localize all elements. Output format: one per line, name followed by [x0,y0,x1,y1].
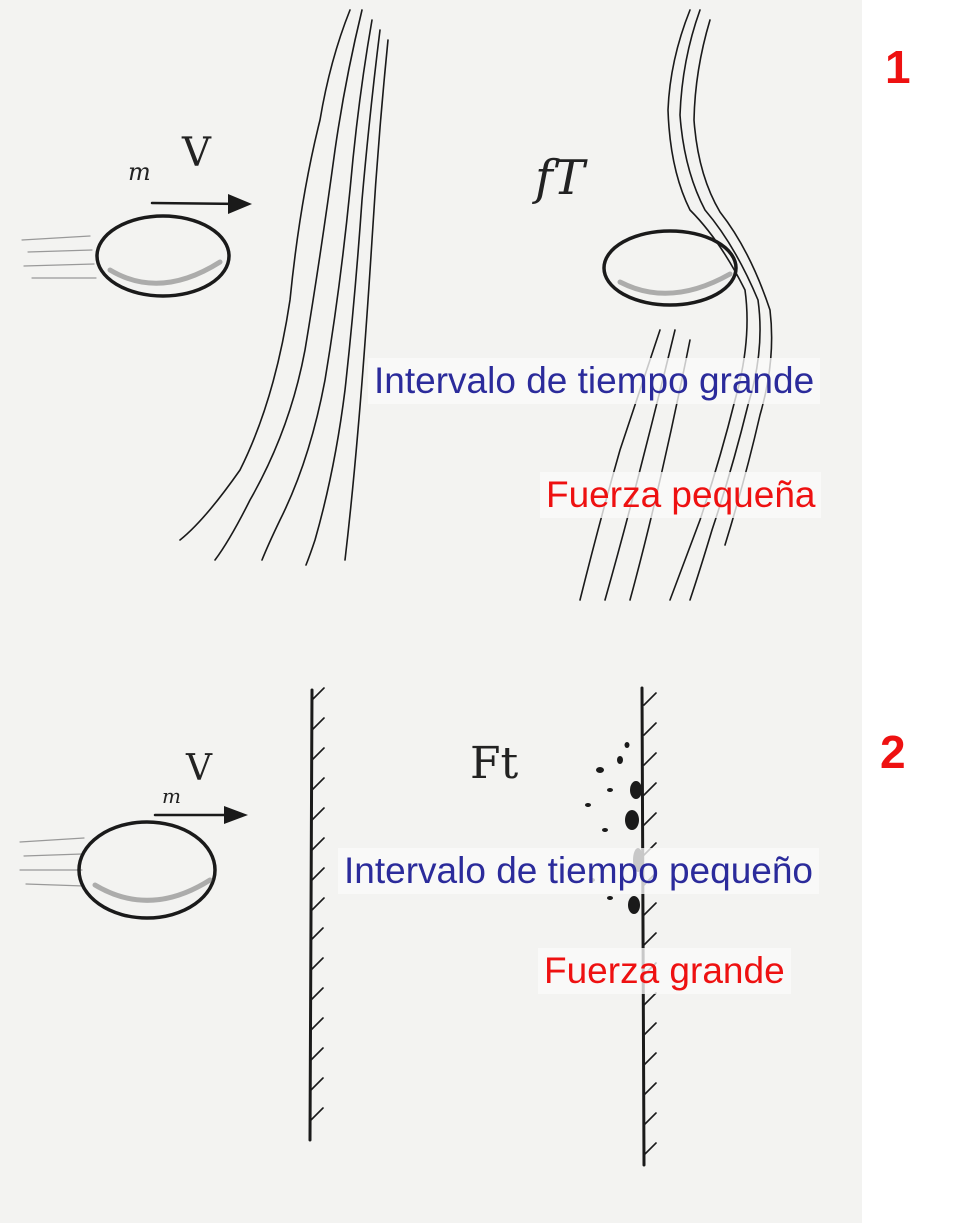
motion-lines-2 [19,837,85,887]
mass-label-2: m [162,784,181,808]
impulse-label-1: fT [535,150,585,206]
egg-shading-2 [617,271,733,296]
wall-left [308,688,314,1142]
egg-shading-3 [92,877,213,903]
egg-against-sheet [602,229,738,307]
egg-before-sheet [95,214,231,298]
velocity-label-1: V [182,130,211,176]
interval-text-1: Intervalo de tiempo grande [368,358,821,404]
velocity-label-2: V [186,748,212,789]
paper-background [0,0,862,1223]
interval-text-2: Intervalo de tiempo pequeño [338,848,820,894]
hanging-sheet-left [179,9,389,566]
arrow-1 [150,194,252,214]
arrow-2 [153,806,248,824]
force-text-1: Fuerza pequeña [540,472,822,518]
egg-shading-1 [107,259,223,286]
force-text-2: Fuerza grande [538,948,791,994]
impulse-label-2: Ft [470,738,519,789]
motion-lines-1 [21,235,97,279]
panel-number-2: 2 [880,726,906,778]
wall-right [640,686,646,1167]
wall-left-hatch [310,687,325,1121]
panel-number-1: 1 [885,41,911,93]
egg-before-wall [77,820,217,920]
wall-right-hatch [643,692,657,1156]
mass-label-1: m [128,158,151,186]
